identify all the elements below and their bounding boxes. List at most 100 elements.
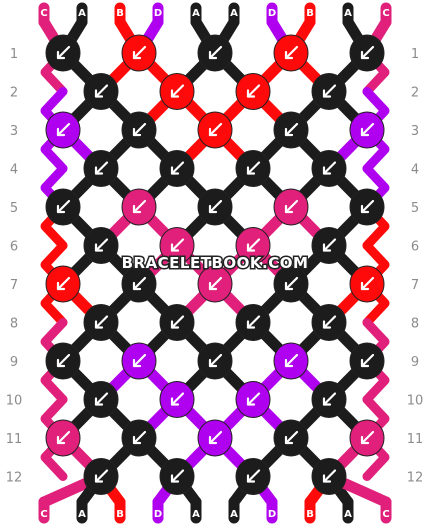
knot bbox=[83, 458, 119, 495]
arrow-head bbox=[284, 281, 294, 291]
row-label-left: 5 bbox=[10, 201, 18, 216]
arrow-head bbox=[208, 127, 218, 137]
row-label-right: 6 bbox=[411, 240, 419, 255]
arrow-shaft bbox=[322, 469, 337, 483]
row-label-left: 9 bbox=[10, 355, 18, 370]
knot bbox=[235, 150, 271, 187]
knot bbox=[349, 419, 385, 457]
arrow-head bbox=[284, 435, 294, 445]
knot bbox=[159, 458, 195, 495]
knot bbox=[45, 342, 81, 380]
arrow-shaft bbox=[360, 353, 375, 368]
strand-label-bottom: C bbox=[40, 509, 47, 520]
knot bbox=[273, 342, 309, 380]
backward-arrow-icon bbox=[94, 84, 109, 98]
strand-label-bottom: C bbox=[382, 509, 389, 520]
backward-arrow-icon bbox=[94, 238, 109, 252]
strand-label-top: D bbox=[268, 8, 276, 19]
backward-arrow-icon bbox=[132, 430, 147, 445]
arrow-head bbox=[170, 320, 180, 329]
strand-label-top: A bbox=[192, 8, 200, 19]
knot bbox=[349, 188, 385, 226]
arrow-head bbox=[56, 281, 66, 291]
backward-arrow-icon bbox=[132, 199, 147, 214]
knot bbox=[45, 188, 81, 226]
arrow-head bbox=[208, 50, 218, 60]
arrow-shaft bbox=[246, 315, 261, 329]
backward-arrow-icon bbox=[284, 45, 299, 60]
arrow-head bbox=[322, 166, 332, 175]
row-label-left: 1 bbox=[10, 47, 18, 62]
row-label-left: 3 bbox=[10, 124, 18, 139]
row-label-left: 10 bbox=[6, 394, 23, 409]
row-label-right: 8 bbox=[411, 317, 419, 332]
row-label-left: 4 bbox=[10, 163, 18, 178]
arrow-head bbox=[246, 397, 256, 406]
backward-arrow-icon bbox=[56, 276, 71, 291]
backward-arrow-icon bbox=[322, 469, 337, 483]
arrow-head bbox=[94, 474, 104, 483]
arrow-head bbox=[360, 204, 370, 214]
knot bbox=[235, 73, 271, 110]
arrow-head bbox=[208, 281, 218, 291]
arrow-head bbox=[132, 204, 142, 214]
knot bbox=[273, 111, 309, 149]
arrow-shaft bbox=[360, 122, 375, 137]
knot bbox=[159, 304, 195, 341]
row-label-right: 9 bbox=[411, 355, 419, 370]
knot bbox=[197, 111, 233, 149]
arrow-head bbox=[208, 204, 218, 214]
arrow-head bbox=[284, 50, 294, 60]
knot bbox=[197, 34, 233, 72]
arrow-shaft bbox=[360, 45, 375, 60]
arrow-head bbox=[132, 127, 142, 137]
strand-label-top: C bbox=[40, 8, 47, 19]
arrow-shaft bbox=[56, 122, 71, 137]
backward-arrow-icon bbox=[56, 122, 71, 137]
knot bbox=[159, 73, 195, 110]
arrow-shaft bbox=[284, 353, 299, 368]
backward-arrow-icon bbox=[284, 199, 299, 214]
arrow-shaft bbox=[246, 84, 261, 98]
arrow-head bbox=[322, 243, 332, 252]
backward-arrow-icon bbox=[56, 45, 71, 60]
backward-arrow-icon bbox=[360, 199, 375, 214]
arrow-head bbox=[322, 474, 332, 483]
arrow-shaft bbox=[94, 161, 109, 175]
backward-arrow-icon bbox=[132, 353, 147, 368]
arrow-shaft bbox=[208, 276, 223, 291]
arrow-shaft bbox=[170, 392, 185, 406]
arrow-head bbox=[284, 358, 294, 368]
backward-arrow-icon bbox=[94, 469, 109, 483]
arrow-head bbox=[360, 435, 370, 445]
backward-arrow-icon bbox=[170, 392, 185, 406]
strand-label-top: C bbox=[382, 8, 389, 19]
arrow-shaft bbox=[56, 45, 71, 60]
row-label-right: 1 bbox=[411, 47, 419, 62]
backward-arrow-icon bbox=[322, 315, 337, 329]
arrow-head bbox=[94, 89, 104, 98]
arrow-shaft bbox=[246, 392, 261, 406]
arrow-shaft bbox=[56, 353, 71, 368]
arrow-head bbox=[246, 320, 256, 329]
arrow-shaft bbox=[360, 430, 375, 445]
strand-label-bottom: D bbox=[268, 509, 276, 520]
arrow-shaft bbox=[360, 199, 375, 214]
strand-label-bottom: B bbox=[116, 509, 124, 520]
row-label-left: 2 bbox=[10, 86, 18, 101]
backward-arrow-icon bbox=[132, 122, 147, 137]
arrow-shaft bbox=[170, 161, 185, 175]
backward-arrow-icon bbox=[284, 276, 299, 291]
backward-arrow-icon bbox=[246, 84, 261, 98]
backward-arrow-icon bbox=[246, 392, 261, 406]
arrow-head bbox=[170, 89, 180, 98]
arrow-head bbox=[170, 243, 180, 252]
backward-arrow-icon bbox=[208, 353, 223, 368]
backward-arrow-icon bbox=[284, 353, 299, 368]
backward-arrow-icon bbox=[208, 45, 223, 60]
arrow-shaft bbox=[170, 84, 185, 98]
backward-arrow-icon bbox=[94, 161, 109, 175]
arrow-shaft bbox=[284, 45, 299, 60]
